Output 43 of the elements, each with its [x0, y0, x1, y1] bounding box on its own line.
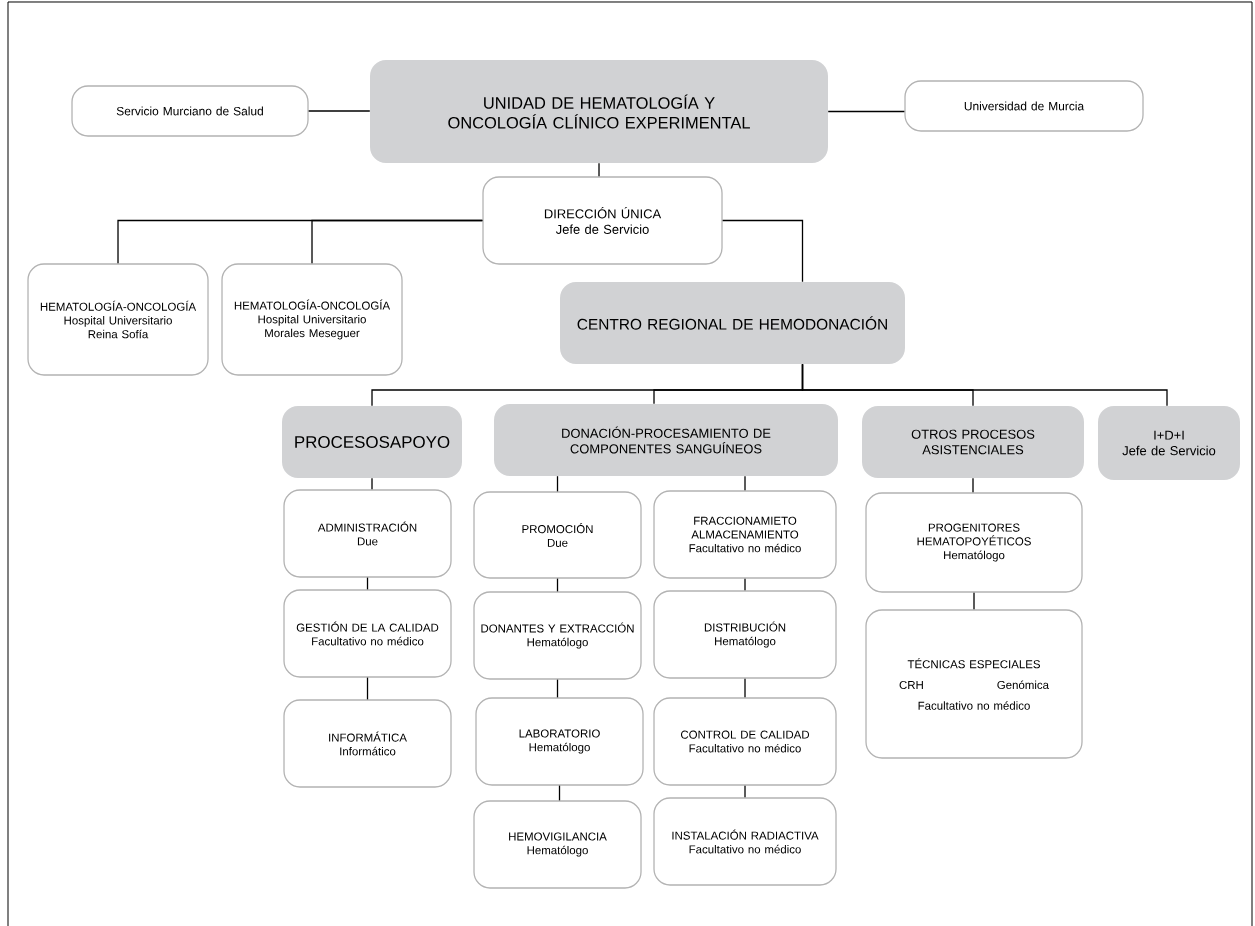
- department-box: DONANTES Y EXTRACCIÓN Hematólogo: [473, 591, 642, 680]
- department-box: PROMOCIÓN Due: [473, 491, 642, 579]
- unit-box: I+D+I Jefe de Servicio: [1098, 406, 1240, 480]
- department-box: DISTRIBUCIÓN Hematólogo: [653, 590, 837, 679]
- connector-line: [972, 477, 974, 493]
- connector-line: [311, 219, 483, 264]
- connector-line: [308, 110, 371, 112]
- department-box: ADMINISTRACIÓN Due: [283, 489, 452, 578]
- connector-line: [744, 678, 746, 698]
- connector-line: [827, 110, 905, 113]
- department-box: INSTALACIÓN RADIACTIVA Facultativo no médico: [653, 797, 837, 886]
- department-box: TÉCNICAS ESPECIALES CRH Genómica Facultativo no médico: [865, 609, 1083, 759]
- connector-line: [744, 785, 746, 798]
- department-box: HEMOVIGILANCIA Hematólogo: [473, 800, 642, 889]
- department-box: INFORMÁTICA Informático: [283, 699, 452, 788]
- connector-line: [556, 475, 559, 492]
- connector-line: [366, 677, 369, 700]
- unit-box: OTROS PROCESOS ASISTENCIALES: [862, 406, 1084, 478]
- department-box: DIRECCIÓN ÚNICA Jefe de Servicio: [482, 176, 723, 265]
- department-box: GESTIÓN DE LA CALIDAD Facultativo no médico: [283, 589, 452, 678]
- connector-line: [744, 475, 746, 491]
- connector-line: [722, 219, 804, 283]
- department-box: Universidad de Murcia: [904, 80, 1144, 132]
- connector-line: [558, 785, 561, 801]
- unit-box: UNIDAD DE HEMATOLOGÍA Y ONCOLOGÍA CLÍNICO EXPERIMENTAL: [370, 60, 828, 163]
- department-box: LABORATORIO Hematólogo: [475, 697, 644, 786]
- connector-line: [556, 578, 559, 592]
- department-box: FRACCIONAMIETO ALMACENAMIENTO Facultativo no médico: [653, 490, 837, 579]
- department-box: HEMATOLOGÍA-ONCOLOGÍA Hospital Universitario Reina Sofía: [27, 263, 209, 376]
- unit-box: DONACIÓN-PROCESAMIENTO DE COMPONENTES SANGUÍNEOS: [494, 404, 838, 476]
- connector-line: [371, 477, 373, 490]
- unit-box: PROCESOSAPOYO: [282, 406, 462, 478]
- department-box: CONTROL DE CALIDAD Facultativo no médico: [653, 697, 837, 786]
- unit-box: CENTRO REGIONAL DE HEMODONACIÓN: [560, 282, 905, 364]
- department-box: PROGENITORES HEMATOPOYÉTICOS Hematólogo: [865, 492, 1083, 593]
- department-box: HEMATOLOGÍA-ONCOLOGÍA Hospital Universitario Morales Meseguer: [221, 263, 403, 376]
- department-box: Servicio Murciano de Salud: [71, 85, 309, 137]
- connector-line: [366, 577, 369, 590]
- connector-line: [598, 162, 600, 177]
- connector-line: [744, 578, 746, 591]
- connector-line: [556, 679, 559, 698]
- connector-line: [973, 592, 975, 610]
- connector-line: [801, 363, 1168, 407]
